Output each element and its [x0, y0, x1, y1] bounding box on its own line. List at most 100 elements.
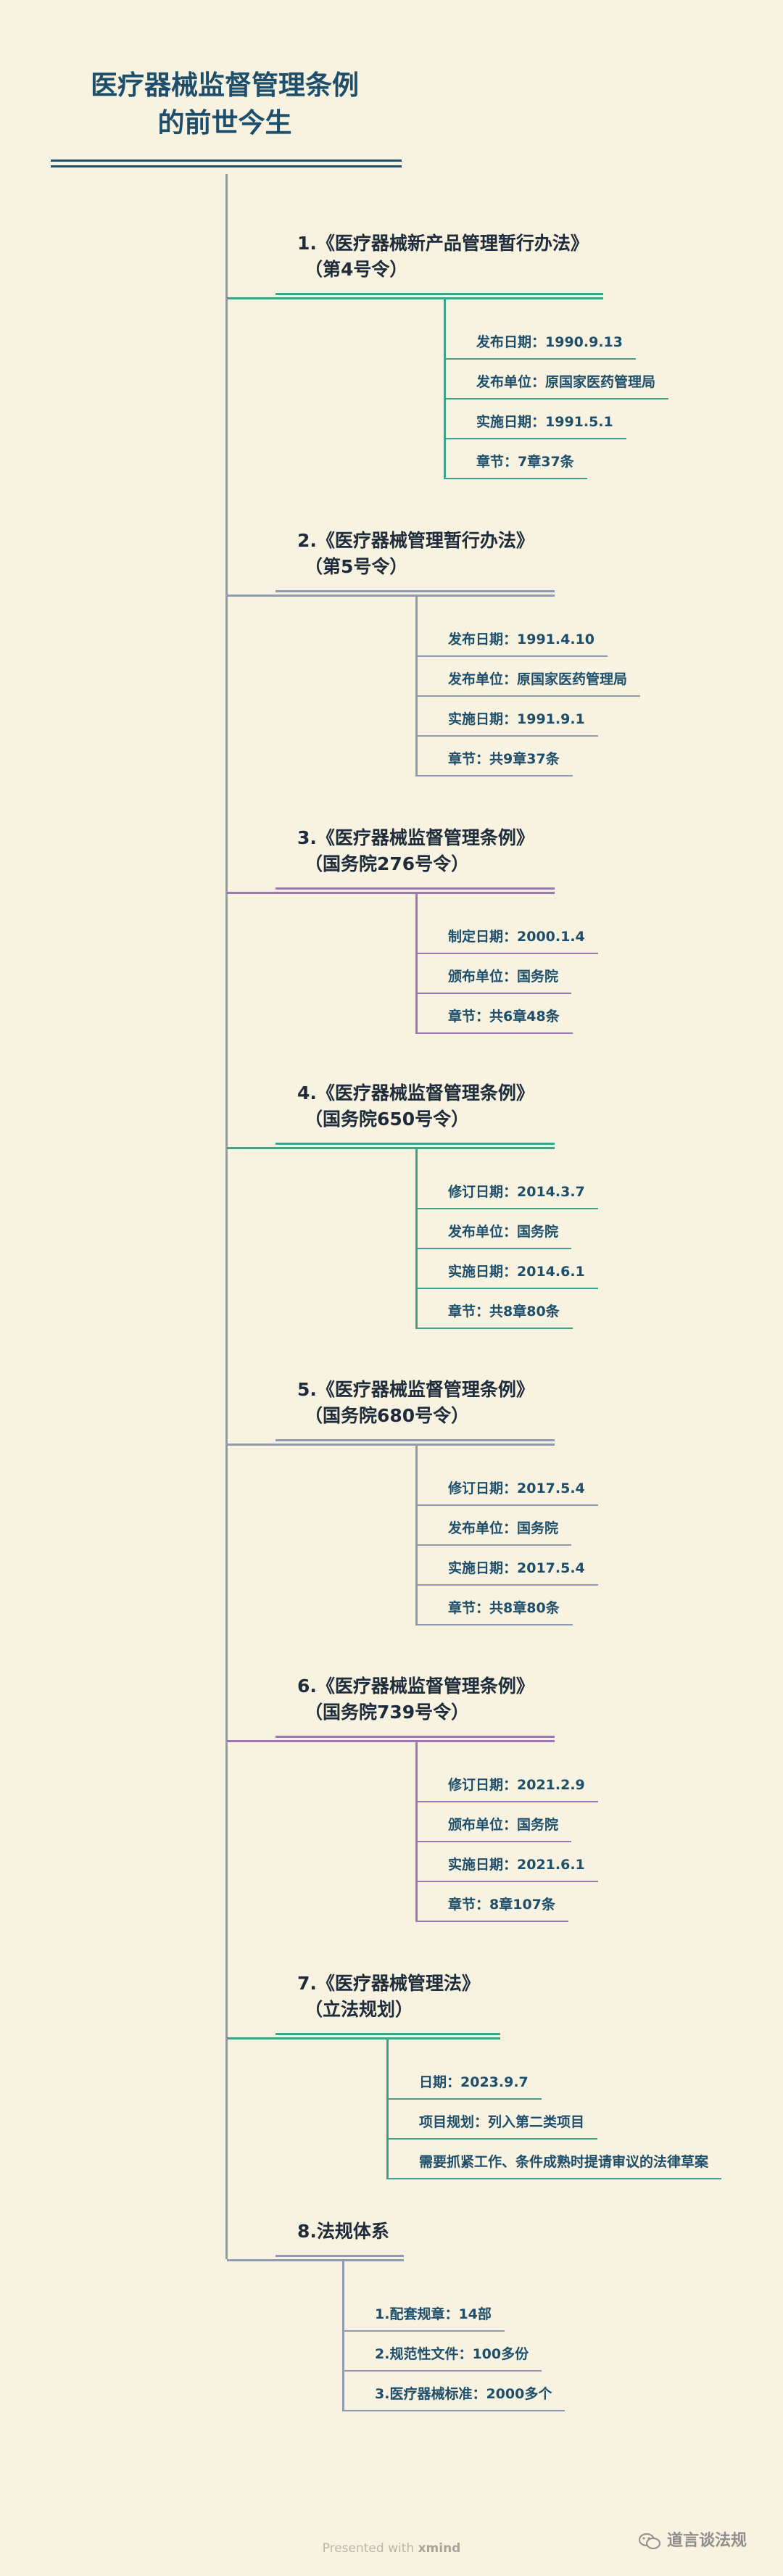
leaf-item[interactable]: 发布单位：国务院 — [448, 1520, 559, 1536]
section-underline — [276, 1439, 555, 1441]
section-title-line: 2.《医疗器械管理暂行办法》 — [297, 530, 534, 551]
section-title-5[interactable]: 5.《医疗器械监督管理条例》 （国务院680号令） — [297, 1377, 534, 1429]
section-title-line: 1.《医疗器械新产品管理暂行办法》 — [297, 233, 589, 254]
leaf-underline — [415, 1841, 572, 1842]
leaf-underline — [386, 2098, 542, 2100]
leaf-underline — [444, 358, 636, 360]
leaf-item[interactable]: 章节：共8章80条 — [448, 1600, 560, 1616]
leaf-underline — [415, 1248, 572, 1249]
section-title-line: 6.《医疗器械监督管理条例》 — [297, 1676, 534, 1697]
leaf-item[interactable]: 发布单位：原国家医药管理局 — [448, 671, 628, 687]
section-underline — [276, 2033, 500, 2035]
leaf-item[interactable]: 章节：共8章80条 — [448, 1304, 560, 1320]
leaf-underline — [444, 478, 587, 479]
leaf-underline — [415, 1208, 598, 1209]
leaf-item[interactable]: 实施日期：2021.6.1 — [448, 1857, 585, 1873]
section-underline — [276, 1143, 555, 1145]
section-title-3[interactable]: 3.《医疗器械监督管理条例》（国务院276号令） — [297, 825, 534, 877]
leaf-underline — [444, 438, 626, 439]
section-title-1[interactable]: 1.《医疗器械新产品管理暂行办法》 （第4号令） — [297, 231, 589, 283]
section-underline — [276, 1736, 555, 1738]
section-connector — [227, 892, 555, 894]
section-title-line: （国务院680号令） — [304, 1405, 470, 1426]
leaf-spine — [415, 1147, 418, 1329]
leaf-item[interactable]: 章节：共6章48条 — [448, 1009, 560, 1024]
leaf-underline — [415, 655, 608, 657]
leaf-item[interactable]: 发布日期：1990.9.13 — [476, 334, 623, 350]
section-title-7[interactable]: 7.《医疗器械管理法》 （立法规划） — [297, 1971, 480, 2023]
leaf-spine — [415, 1444, 418, 1625]
leaf-underline — [415, 1032, 573, 1034]
section-connector — [227, 1147, 555, 1149]
section-connector — [227, 2259, 372, 2261]
section-connector — [227, 595, 555, 597]
leaf-underline — [415, 1288, 598, 1289]
root-topic[interactable]: 医疗器械监督管理条例 的前世今生 — [51, 67, 399, 142]
leaf-item[interactable]: 修订日期：2014.3.7 — [448, 1184, 585, 1200]
leaf-item[interactable]: 颁布单位：国务院 — [448, 1817, 559, 1833]
section-title-line: 7.《医疗器械管理法》 — [297, 1973, 480, 1994]
section-connector — [227, 2037, 500, 2039]
section-title-8[interactable]: 8.法规体系 — [297, 2219, 389, 2245]
leaf-spine — [415, 595, 418, 776]
leaf-item[interactable]: 实施日期：2017.5.4 — [448, 1560, 585, 1576]
section-title-line: （国务院739号令） — [304, 1702, 470, 1723]
section-underline — [276, 887, 555, 890]
section-title-line: 8.法规体系 — [297, 2221, 389, 2242]
section-title-line: 5.《医疗器械监督管理条例》 — [297, 1379, 534, 1400]
leaf-item[interactable]: 1.配套规章：14部 — [375, 2306, 492, 2322]
leaf-item[interactable]: 日期：2023.9.7 — [419, 2074, 529, 2090]
leaf-underline — [415, 735, 598, 737]
leaf-spine — [415, 892, 418, 1034]
footer-prefix: Presented with — [322, 2541, 415, 2556]
leaf-underline — [415, 695, 641, 697]
footer: Presented with xmind — [0, 2541, 783, 2556]
leaf-underline — [386, 2178, 722, 2179]
leaf-spine — [415, 1740, 418, 1922]
leaf-item[interactable]: 修订日期：2017.5.4 — [448, 1480, 585, 1496]
leaf-underline — [342, 2370, 542, 2372]
leaf-item[interactable]: 章节：7章37条 — [476, 454, 574, 470]
section-underline — [276, 590, 555, 592]
leaf-underline — [444, 398, 669, 399]
leaf-item[interactable]: 3.医疗器械标准：2000多个 — [375, 2386, 552, 2402]
section-connector — [227, 1740, 555, 1742]
leaf-item[interactable]: 实施日期：2014.6.1 — [448, 1264, 585, 1280]
leaf-spine — [444, 297, 446, 479]
section-title-line: （立法规划） — [304, 1999, 414, 2020]
leaf-underline — [415, 1584, 598, 1586]
section-title-line: （第4号令） — [304, 259, 408, 280]
section-title-4[interactable]: 4.《医疗器械监督管理条例》（国务院650号令） — [297, 1080, 534, 1132]
leaf-item[interactable]: 制定日期：2000.1.4 — [448, 929, 585, 945]
section-title-line: 3.《医疗器械监督管理条例》 — [297, 827, 534, 848]
leaf-underline — [415, 1328, 573, 1329]
leaf-item[interactable]: 章节：8章107条 — [448, 1897, 555, 1913]
leaf-item[interactable]: 2.规范性文件：100多份 — [375, 2346, 529, 2362]
leaf-item[interactable]: 需要抓紧工作、条件成熟时提请审议的法律草案 — [419, 2154, 709, 2170]
section-title-2[interactable]: 2.《医疗器械管理暂行办法》 （第5号令） — [297, 528, 534, 580]
section-title-line: 4.《医疗器械监督管理条例》 — [297, 1082, 534, 1103]
leaf-underline — [415, 953, 598, 954]
leaf-item[interactable]: 实施日期：1991.5.1 — [476, 414, 613, 430]
leaf-item[interactable]: 项目规划：列入第二类项目 — [419, 2114, 585, 2130]
leaf-item[interactable]: 发布单位：原国家医药管理局 — [476, 374, 656, 390]
root-title-line-1: 医疗器械监督管理条例 — [91, 70, 359, 101]
leaf-item[interactable]: 发布单位：国务院 — [448, 1224, 559, 1240]
leaf-item[interactable]: 章节：共9章37条 — [448, 751, 560, 767]
section-connector — [227, 297, 603, 299]
section-title-line: （第5号令） — [304, 556, 408, 577]
leaf-underline — [386, 2138, 598, 2140]
leaf-item[interactable]: 实施日期：1991.9.1 — [448, 711, 585, 727]
footer-brand: xmind — [418, 2541, 461, 2556]
leaf-item[interactable]: 颁布单位：国务院 — [448, 969, 559, 985]
section-underline — [276, 293, 603, 295]
leaf-underline — [415, 1801, 598, 1802]
section-connector — [227, 1444, 555, 1446]
leaf-underline — [415, 775, 573, 776]
leaf-item[interactable]: 发布日期：1991.4.10 — [448, 631, 594, 647]
leaf-underline — [415, 993, 572, 994]
leaf-item[interactable]: 修订日期：2021.2.9 — [448, 1777, 585, 1793]
leaf-underline — [342, 2330, 505, 2332]
section-title-6[interactable]: 6.《医疗器械监督管理条例》 （国务院739号令） — [297, 1673, 534, 1726]
